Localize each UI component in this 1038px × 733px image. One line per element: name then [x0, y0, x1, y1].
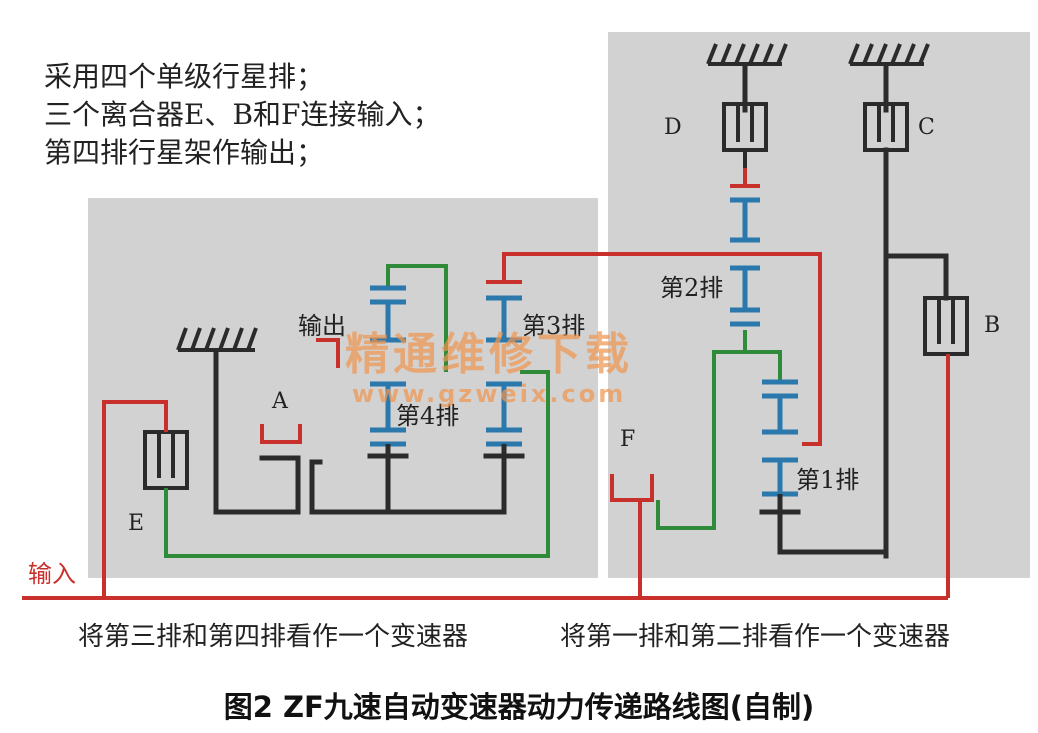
shafts: [213, 63, 949, 559]
watermark-url: www.gzweix.com: [352, 380, 627, 408]
clutch-c-label: C: [918, 115, 935, 140]
green-lines: [164, 264, 782, 558]
input-label: 输入: [28, 560, 76, 588]
clutch-b-label: B: [984, 313, 1000, 338]
note-2: 三个离合器E、B和F连接输入；: [44, 98, 441, 131]
carrier-stubs: [385, 444, 783, 512]
clutch-a-symbol: [260, 424, 302, 444]
clutch-a-label: A: [271, 389, 289, 414]
output-label: 输出: [298, 312, 346, 340]
watermark: 精通维修下载: [345, 329, 633, 380]
row4-label: 第4排: [396, 402, 459, 430]
row1-label: 第1排: [796, 466, 859, 494]
notes: 采用四个单级行星排； 三个离合器E、B和F连接输入； 第四排行星架作输出；: [44, 58, 440, 172]
clutch-c-symbol: [863, 102, 909, 152]
row3-label: 第3排: [522, 312, 585, 340]
figure-caption: 图2 ZF九速自动变速器动力传递路线图(自制): [223, 690, 815, 724]
footer-right: 将第一排和第二排看作一个变速器: [560, 622, 951, 652]
row2-label: 第2排: [660, 274, 723, 302]
clutch-d-label: D: [664, 115, 682, 140]
footer-left: 将第三排和第四排看作一个变速器: [78, 622, 469, 652]
clutch-d-symbol: [722, 102, 768, 168]
panel-rows-3-4: [88, 198, 598, 578]
note-3: 第四排行星架作输出；: [44, 136, 325, 169]
note-1: 采用四个单级行星排；: [44, 60, 325, 93]
ground-c: [848, 43, 930, 66]
clutch-f-symbol: [610, 474, 654, 502]
clutch-e-label: E: [128, 511, 144, 536]
clutch-f-label: F: [620, 427, 635, 452]
input-lines: [22, 168, 950, 600]
